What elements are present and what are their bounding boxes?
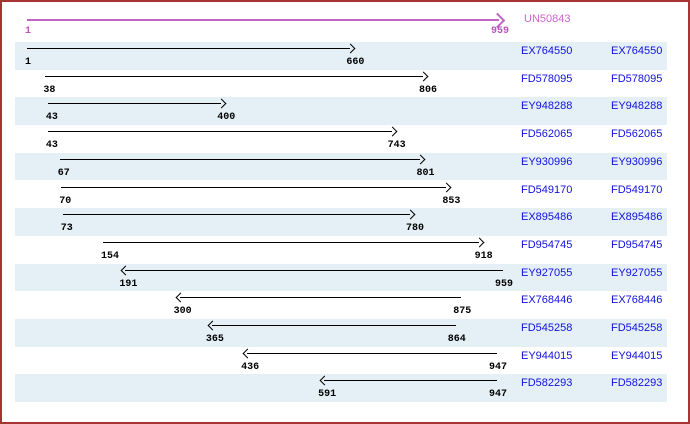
alignment-end-coord: 853 [442,195,461,207]
alignment-start-coord: 300 [173,306,192,318]
alignment-end-coord: 864 [447,334,466,345]
accession-link-secondary[interactable]: FD545258 [611,322,663,334]
alignment-end-coord: 806 [418,84,437,96]
accession-link-secondary[interactable]: EY930996 [611,155,663,168]
alignment-row: 365 864 FD545258 FD545258 [2,319,688,347]
accession-link-secondary[interactable]: EY948288 [611,100,663,113]
alignment-arrow-line [324,380,498,382]
alignment-start-coord: 43 [45,140,58,152]
accession-link-secondary[interactable]: FD954745 [611,238,663,251]
accession-link-secondary[interactable]: FD582293 [611,377,663,390]
alignment-start-coord: 1 [25,57,32,68]
row-stripe-band [15,152,667,181]
alignment-arrow-line [47,103,222,105]
accession-link[interactable]: EX768446 [521,294,573,307]
alignment-row: 191 959 EY927055 EY927055 [2,263,688,292]
alignment-start-coord: 70 [59,195,72,207]
alignment-arrowhead-icon [474,237,485,248]
alignment-end-coord: 400 [217,112,236,124]
alignment-start-coord: 67 [57,167,70,179]
accession-link-secondary[interactable]: FD549170 [611,183,663,196]
accession-link[interactable]: EY930996 [521,155,573,168]
accession-link[interactable]: FD582293 [521,377,573,390]
alignment-row: 70 853 FD549170 FD549170 [2,181,688,209]
accession-link[interactable]: EX764550 [521,45,573,57]
alignment-arrowhead-icon [387,126,398,137]
alignment-arrowhead-icon [418,71,429,82]
alignment-end-coord: 918 [474,250,493,262]
alignment-row: 67 801 EY930996 EY930996 [2,152,688,181]
reference-arrow-line [27,19,499,21]
accession-link-secondary[interactable]: EY927055 [611,266,663,279]
row-stripe-band [15,97,667,126]
alignment-arrow-line [59,158,421,160]
alignment-start-coord: 154 [101,250,120,262]
alignment-start-coord: 436 [241,361,260,373]
row-stripe-band [15,319,667,347]
accession-link-secondary[interactable]: FD578095 [611,72,663,85]
alignment-start-coord: 591 [318,389,337,401]
accession-link[interactable]: FD562065 [521,128,573,141]
alignment-end-coord: 875 [453,306,472,318]
alignment-arrow-line [47,131,392,133]
accession-link[interactable]: FD578095 [521,72,573,85]
reference-label: UN50843 [524,13,571,25]
alignment-row: 73 780 EX895486 EX895486 [2,208,688,236]
alignment-start-coord: 38 [43,84,56,96]
accession-link[interactable]: FD954745 [521,238,573,251]
alignment-row: 300 875 EX768446 EX768446 [2,291,688,319]
alignment-row: 436 947 EY944015 EY944015 [2,347,688,375]
row-stripe-band [15,42,667,70]
accession-link-secondary[interactable]: EX764550 [611,45,663,57]
accession-link[interactable]: EY948288 [521,100,573,113]
alignment-end-coord: 801 [416,167,435,179]
alignment-end-coord: 780 [406,223,425,235]
accession-link[interactable]: FD545258 [521,322,573,334]
alignment-end-coord: 959 [494,278,513,290]
alignment-end-coord: 947 [489,361,508,373]
alignment-arrow-line [247,352,498,354]
accession-link-secondary[interactable]: EY944015 [611,349,663,362]
alignment-arrow-line [125,269,503,271]
accession-link[interactable]: EY944015 [521,349,573,362]
accession-link-secondary[interactable]: FD562065 [611,128,663,141]
alignment-row: 1 660 EX764550 EX764550 [2,42,688,70]
alignment-end-coord: 660 [346,57,365,68]
reference-end-coord: 959 [490,26,509,37]
alignment-arrowhead-icon [441,182,452,192]
alignment-arrowhead-icon [242,348,253,359]
alignment-arrow-line [61,186,447,188]
alignment-end-coord: 743 [387,140,406,152]
accession-link[interactable]: FD549170 [521,183,573,196]
alignment-end-coord: 947 [489,389,508,401]
alignment-row: 43 743 FD562065 FD562065 [2,125,688,153]
alignment-row: 43 400 EY948288 EY948288 [2,97,688,126]
reference-start-coord: 1 [25,26,32,37]
alignment-start-coord: 43 [45,112,58,124]
row-stripe-band [15,374,667,403]
alignment-row: 591 947 FD582293 FD582293 [2,374,688,403]
alignment-arrow-line [62,214,411,216]
row-stripe-band [15,208,667,236]
accession-link-secondary[interactable]: EX768446 [611,294,663,307]
alignment-arrow-line [103,241,479,243]
alignment-start-coord: 365 [205,334,224,345]
alignment-arrow-line [45,75,423,77]
alignment-arrowhead-icon [175,292,186,303]
accession-link[interactable]: EX895486 [521,211,573,224]
alignment-start-coord: 191 [119,278,138,290]
alignment-start-coord: 73 [60,223,73,235]
alignment-row: 38 806 FD578095 FD578095 [2,70,688,98]
alignment-arrow-line [179,297,462,299]
alignment-arrow-line [27,48,351,49]
alignment-arrow-line [211,325,456,326]
accession-link-secondary[interactable]: EX895486 [611,211,663,224]
accession-link[interactable]: EY927055 [521,266,573,279]
alignment-row: 154 918 FD954745 FD954745 [2,236,688,264]
row-stripe-band [15,263,667,292]
reference-row: 1 959 UN50843 [2,2,688,42]
